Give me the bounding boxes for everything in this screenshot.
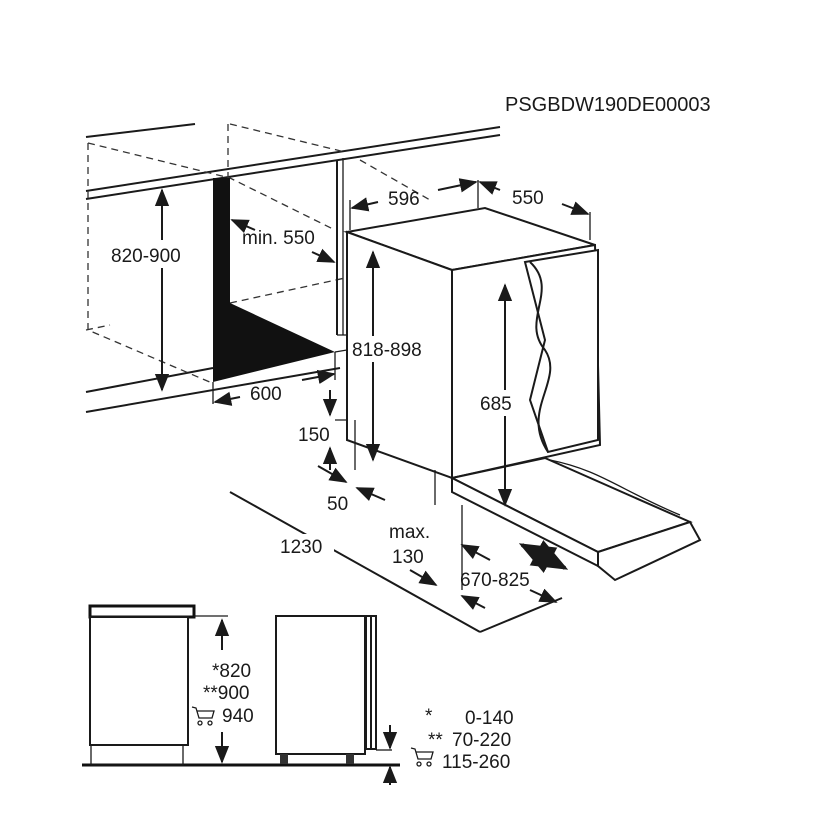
niche-side-panel <box>213 178 335 382</box>
hidden-edge <box>229 123 346 153</box>
plinth-range-1: 0-140 <box>465 708 514 729</box>
plinth-depth-arrow <box>355 487 386 501</box>
label-bg <box>350 336 442 362</box>
dishwasher-side-view <box>275 615 366 755</box>
appliance-height-label: 818-898 <box>352 340 422 361</box>
label-bg <box>110 240 200 268</box>
niche-right-edge <box>334 334 348 353</box>
niche-width-label: 600 <box>250 384 282 405</box>
max-value-label: 130 <box>392 547 424 568</box>
hidden-edge <box>229 277 346 304</box>
door-movement-arrow <box>518 540 569 573</box>
total-depth-line <box>229 491 481 633</box>
shopping-cart-icon <box>191 706 215 726</box>
plinth-range-mark-2: ** <box>428 730 443 751</box>
plinth-edge <box>335 419 348 440</box>
door-travel-label: 670-825 <box>460 570 530 591</box>
niche-width-arrow <box>213 391 241 406</box>
plinth-depth-label: 50 <box>327 494 348 515</box>
plinth-height-label: 150 <box>298 425 330 446</box>
niche-height-label: 820-900 <box>111 246 181 267</box>
max-label: max. <box>389 522 430 543</box>
appliance-width-label: 596 <box>388 189 420 210</box>
shopping-cart-icon <box>410 747 434 767</box>
niche-depth-arrow <box>311 248 336 263</box>
door-travel-arrow <box>529 588 558 603</box>
door-height-label: 685 <box>480 394 512 415</box>
hidden-edge <box>87 142 336 231</box>
door-travel-arrow <box>460 544 491 561</box>
open-door-edge <box>597 520 702 582</box>
worktop-top-edge <box>85 126 501 192</box>
plinth-range-3: 115-260 <box>442 752 510 773</box>
niche-width-arrow <box>301 369 336 385</box>
plinth-depth-arrow <box>317 465 348 483</box>
plinth-range-2: 70-220 <box>452 730 511 751</box>
plinth-range-mark-1: * <box>425 706 433 727</box>
depth-arrow <box>478 181 501 195</box>
appliance-depth-label: 550 <box>512 188 544 209</box>
plinth-edge <box>85 367 214 393</box>
upper-edge <box>85 123 196 138</box>
door-wave <box>549 459 681 516</box>
hidden-edge <box>85 324 111 331</box>
niche-depth-arrow <box>230 219 256 234</box>
door-travel-arrow <box>460 595 486 610</box>
total-depth-label: 1230 <box>280 537 322 558</box>
door-wave <box>529 261 552 453</box>
label-bg <box>278 534 334 560</box>
foot <box>280 754 288 764</box>
width-arrow <box>437 178 478 193</box>
product-code: PSGBDW190DE00003 <box>505 94 711 116</box>
hidden-edge <box>359 159 431 201</box>
foot <box>346 754 354 764</box>
label-bg <box>478 390 524 416</box>
side-view: *820 **900 940 * 0-140 ** 70-220 115-260 <box>82 604 514 785</box>
width-arrow <box>350 197 379 212</box>
max-arrow <box>409 569 438 586</box>
cabinet <box>89 616 189 746</box>
side-height-2: **900 <box>203 683 250 704</box>
door-side-view <box>370 615 377 750</box>
depth-arrow <box>561 201 590 215</box>
side-height-3: 940 <box>222 706 254 727</box>
cabinet-plinth <box>90 745 184 766</box>
worktop <box>88 604 196 619</box>
niche-depth-label: min. 550 <box>242 228 315 249</box>
side-height-1: *820 <box>212 661 251 682</box>
total-depth-line <box>479 597 563 633</box>
